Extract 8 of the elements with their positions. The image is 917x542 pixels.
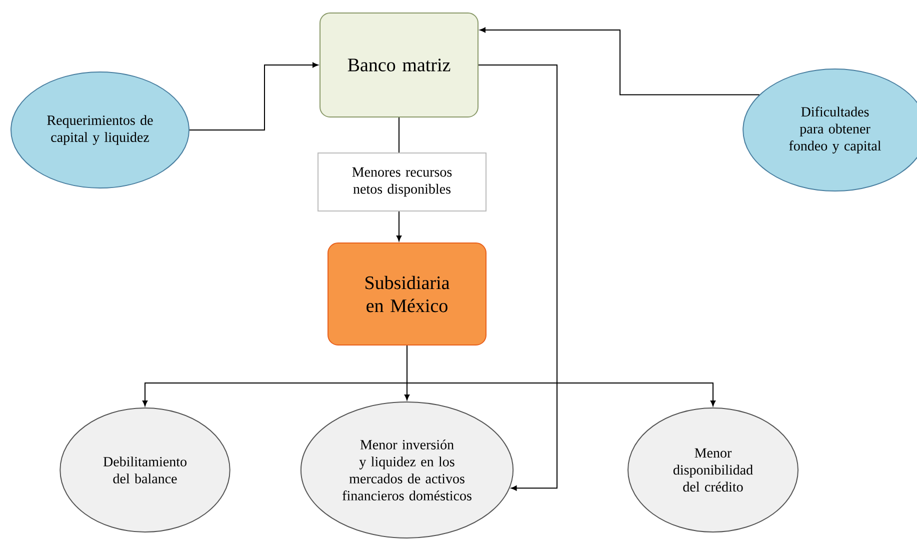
label-box: Menores recursos netos disponibles bbox=[318, 152, 486, 212]
arrow bbox=[396, 211, 402, 242]
arrow bbox=[406, 345, 716, 406]
process-box: Subsidiaria en México bbox=[328, 242, 486, 346]
process-box: Banco matriz bbox=[320, 12, 478, 118]
arrow bbox=[189, 62, 318, 130]
arrow bbox=[480, 27, 760, 96]
arrow bbox=[478, 64, 558, 491]
